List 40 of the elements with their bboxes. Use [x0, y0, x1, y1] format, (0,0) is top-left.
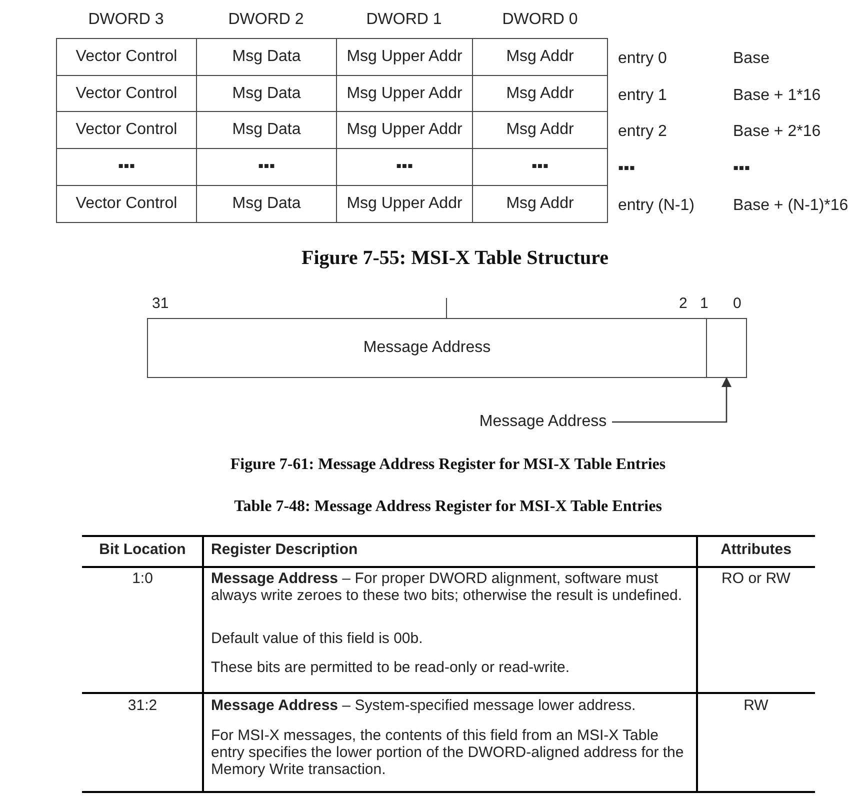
bit-number: 2 — [679, 294, 688, 314]
table-caption: Table 7-48: Message Address Register for MSI-X Table Entries — [233, 497, 663, 517]
entry-label: entry 0 — [618, 49, 668, 69]
table-cell: Vector Control — [56, 185, 197, 223]
bit-number: 31 — [152, 294, 170, 314]
header-cell-text: Attributes — [720, 540, 792, 560]
entry-label: ▪▪▪ — [618, 159, 636, 179]
header-cell-text: Register Description — [211, 540, 359, 560]
table-cell-text: RO or RW — [720, 570, 792, 587]
register-field: Message Address — [147, 318, 707, 378]
offset-label: ▪▪▪ — [733, 159, 752, 179]
column-header: DWORD 1 — [365, 10, 443, 30]
description-text: These bits are permitted to be read-only or read-write. — [211, 659, 570, 676]
entry-label: entry 1 — [618, 86, 668, 106]
table-cell-text: RW — [742, 697, 770, 714]
table-cell-text: 1:0 — [131, 570, 154, 587]
figure-caption: Figure 7-55: MSI-X Table Structure — [300, 246, 610, 271]
offset-label: Base + 2*16 — [733, 122, 822, 142]
leader-arrow — [612, 377, 732, 423]
column-header: DWORD 3 — [87, 10, 165, 30]
description-text: Message Address – System-specified message lower address. — [211, 697, 637, 714]
table-cell: Vector Control — [56, 38, 197, 76]
description-text: Default value of this field is 00b. — [211, 630, 424, 647]
bit-field-box — [706, 318, 747, 378]
offset-label: Base + (N-1)*16 — [733, 196, 850, 216]
entry-label: entry (N-1) — [618, 196, 696, 216]
figure-caption: Figure 7-61: Message Address Register for MSI-X Table Entries — [229, 455, 667, 475]
bit-number: 0 — [733, 294, 742, 314]
description-text: For MSI-X messages, the contents of this field from an MSI-X Table entry specifies the lower portion of the DWORD-aligned address for the Memory Write transaction. — [211, 727, 685, 778]
table-cell-text: 31:2 — [126, 697, 158, 714]
bit-number: 1 — [700, 294, 710, 314]
offset-label: Base + 1*16 — [733, 86, 822, 106]
table-cell: Msg Addr — [472, 185, 608, 223]
entry-label: entry 2 — [618, 122, 668, 142]
column-header: DWORD 0 — [501, 10, 579, 30]
description-text: Message Address – For proper DWORD alignment, software must always write zeroes to these two bits; otherwise the result is undefined. — [211, 570, 684, 604]
column-header: DWORD 2 — [227, 10, 305, 30]
header-cell-text: Bit Location — [98, 540, 187, 560]
table-cell: Msg Addr — [472, 38, 608, 76]
offset-label: Base — [733, 49, 770, 69]
